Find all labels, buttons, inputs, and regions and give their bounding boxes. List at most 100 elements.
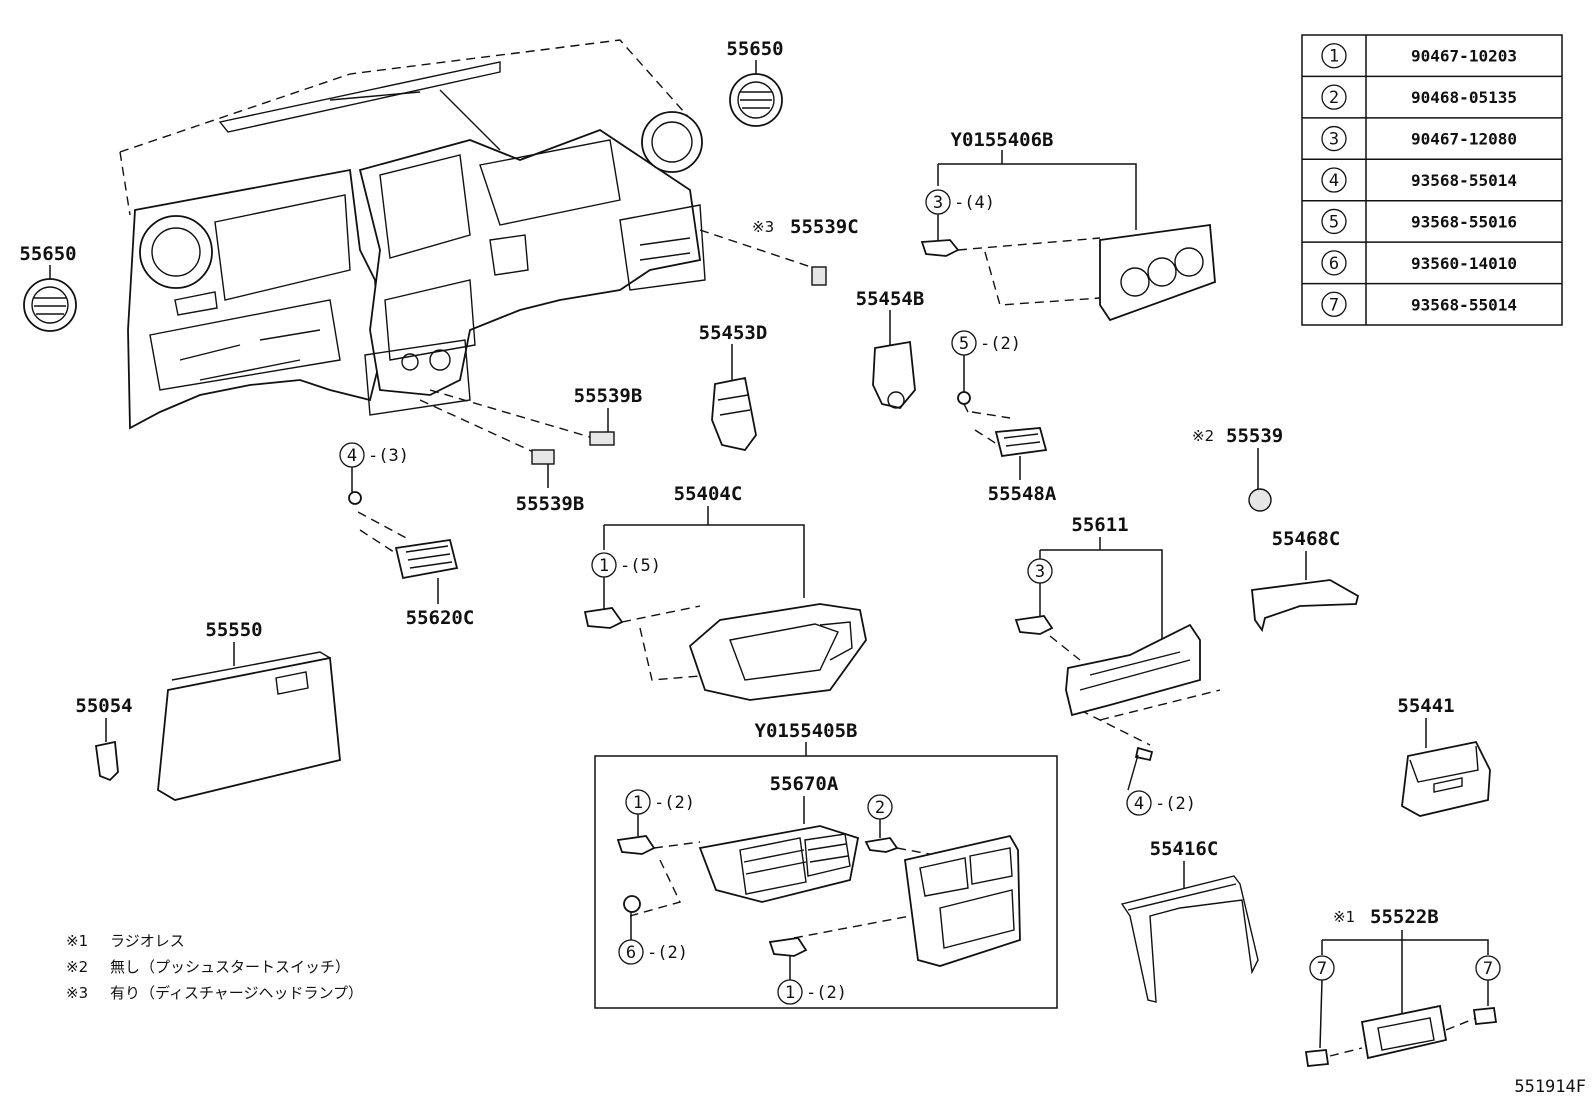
- fastener-part-number: 93568-55016: [1411, 212, 1517, 231]
- switch-55539c: [811, 266, 827, 286]
- callout-7-right: 7: [1475, 955, 1501, 981]
- label-55611: 55611: [1071, 514, 1128, 536]
- switch-55539b-upper: [589, 431, 615, 446]
- fastener-table-row: 6 93560-14010: [1302, 241, 1562, 276]
- label-55054: 55054: [75, 695, 132, 717]
- label-55539c: 55539C: [790, 216, 859, 238]
- fastener-table-row: 3 90467-12080: [1302, 117, 1562, 152]
- fastener-table: 1 90467-10203 2 90468-05135 3 90467-12080 4 935…: [1301, 34, 1563, 326]
- label-55670a: 55670A: [770, 773, 839, 795]
- label-55416c: 55416C: [1150, 838, 1219, 860]
- callout-4-2: 4 -(2): [1126, 790, 1196, 816]
- callout-2-a: 2: [867, 794, 893, 820]
- callout-5-2: 5 -(2): [951, 330, 1021, 356]
- svg-text:7: 7: [1317, 959, 1327, 979]
- box-55453d: [711, 376, 757, 452]
- label-55441: 55441: [1397, 695, 1454, 717]
- center-panel-y0155405b: [904, 834, 1021, 967]
- plug-55539: [1248, 488, 1272, 512]
- fastener-table-row: 4 93568-55014: [1302, 158, 1562, 193]
- svg-text:4: 4: [347, 446, 357, 466]
- mark-55539: ※2: [1192, 427, 1214, 445]
- svg-text:1: 1: [785, 983, 795, 1003]
- note-3-mark: ※3: [66, 984, 88, 1002]
- svg-text:3: 3: [933, 193, 943, 213]
- fastener-part-number: 90468-05135: [1411, 88, 1517, 107]
- notes-block: ※1 ラジオレス ※2 無し（プッシュスタートスイッチ） ※3 有り（ディスチャ…: [66, 932, 363, 1002]
- callout-4-3: 4 -(3): [339, 442, 409, 468]
- fastener-ref: 5: [1329, 212, 1339, 232]
- note-2-text: 無し（プッシュスタートスイッチ）: [110, 958, 350, 976]
- label-55650-top: 55650: [726, 38, 783, 60]
- console-panel-55611: [1065, 623, 1201, 717]
- mark-55522b: ※1: [1333, 908, 1355, 926]
- callout-1-2-upper: 1 -(2): [625, 789, 695, 815]
- label-55650-left: 55650: [19, 243, 76, 265]
- diagram-id: 551914F: [1514, 1077, 1586, 1097]
- svg-text:-(2): -(2): [980, 334, 1021, 354]
- fastener-part-number: 90467-12080: [1411, 130, 1517, 149]
- fastener-ref: 2: [1329, 88, 1339, 108]
- svg-text:5: 5: [959, 334, 969, 354]
- label-55453d: 55453D: [699, 322, 768, 344]
- label-y0155406b: Y0155406B: [951, 129, 1054, 151]
- label-55539b-upper: 55539B: [574, 385, 643, 407]
- fastener-table-row: 1 90467-10203: [1321, 43, 1517, 69]
- cluster-finish-panel-55404c: [688, 603, 867, 701]
- bracket-55468c: [1251, 579, 1360, 633]
- fastener-ref: 1: [1329, 47, 1339, 67]
- label-55550: 55550: [205, 619, 262, 641]
- stopper-55054: [94, 740, 119, 782]
- note-1-mark: ※1: [66, 932, 88, 950]
- fastener-table-row: 7 93568-55014: [1302, 282, 1562, 317]
- panel-55454b: [872, 340, 916, 409]
- callout-1-5: 1 -(5): [591, 552, 661, 578]
- air-vent-55650-top: [729, 73, 783, 127]
- svg-text:-(2): -(2): [806, 983, 847, 1003]
- switch-55539b-lower: [531, 449, 555, 465]
- note-2-mark: ※2: [66, 958, 88, 976]
- fastener-ref: 3: [1329, 130, 1339, 150]
- label-55404c: 55404C: [674, 483, 743, 505]
- kit-box-y0155405b: [594, 755, 1058, 1009]
- svg-text:3: 3: [1035, 562, 1045, 582]
- svg-text:6: 6: [626, 943, 636, 963]
- label-55539b-lower: 55539B: [516, 493, 585, 515]
- instrument-panel-illustration: [119, 39, 706, 430]
- svg-text:-(5): -(5): [620, 556, 661, 576]
- fastener-ref: 6: [1329, 254, 1339, 274]
- callout-1-2-lower: 1 -(2): [777, 979, 847, 1005]
- svg-text:2: 2: [875, 798, 885, 818]
- air-vent-55650-left: [23, 278, 77, 332]
- note-1-text: ラジオレス: [110, 932, 185, 950]
- callout-3-4: 3 -(4): [925, 189, 995, 215]
- fastener-ref: 4: [1329, 171, 1339, 191]
- label-55539: 55539: [1226, 425, 1283, 447]
- svg-text:7: 7: [1483, 959, 1493, 979]
- label-55454b: 55454B: [856, 288, 925, 310]
- label-55620c: 55620C: [406, 607, 475, 629]
- fastener-ref: 7: [1329, 295, 1339, 315]
- svg-text:4: 4: [1134, 794, 1144, 814]
- fastener-table-row: 5 93568-55016: [1302, 199, 1562, 235]
- fastener-table-row: 2 90468-05135: [1302, 75, 1562, 110]
- fastener-part-number: 93568-55014: [1411, 171, 1517, 190]
- center-vent-55670a: [698, 825, 860, 903]
- svg-text:-(2): -(2): [1155, 794, 1196, 814]
- svg-text:-(2): -(2): [647, 943, 688, 963]
- svg-text:-(3): -(3): [368, 446, 409, 466]
- pocket-55441: [1401, 740, 1491, 817]
- fastener-part-number: 90467-10203: [1411, 47, 1517, 66]
- svg-text:-(4): -(4): [954, 193, 995, 213]
- glove-box-55550: [157, 656, 341, 801]
- fastener-part-number: 93568-55014: [1411, 295, 1517, 314]
- callout-3-a: 3: [1027, 558, 1053, 584]
- label-55522b: 55522B: [1370, 906, 1439, 928]
- pocket-55522b: [1360, 1004, 1448, 1060]
- fastener-part-number: 93560-14010: [1411, 254, 1517, 273]
- label-55468c: 55468C: [1272, 528, 1341, 550]
- callout-6-2: 6 -(2): [618, 939, 688, 965]
- note-3-text: 有り（ディスチャージヘッドランプ）: [110, 984, 363, 1002]
- svg-text:1: 1: [633, 793, 643, 813]
